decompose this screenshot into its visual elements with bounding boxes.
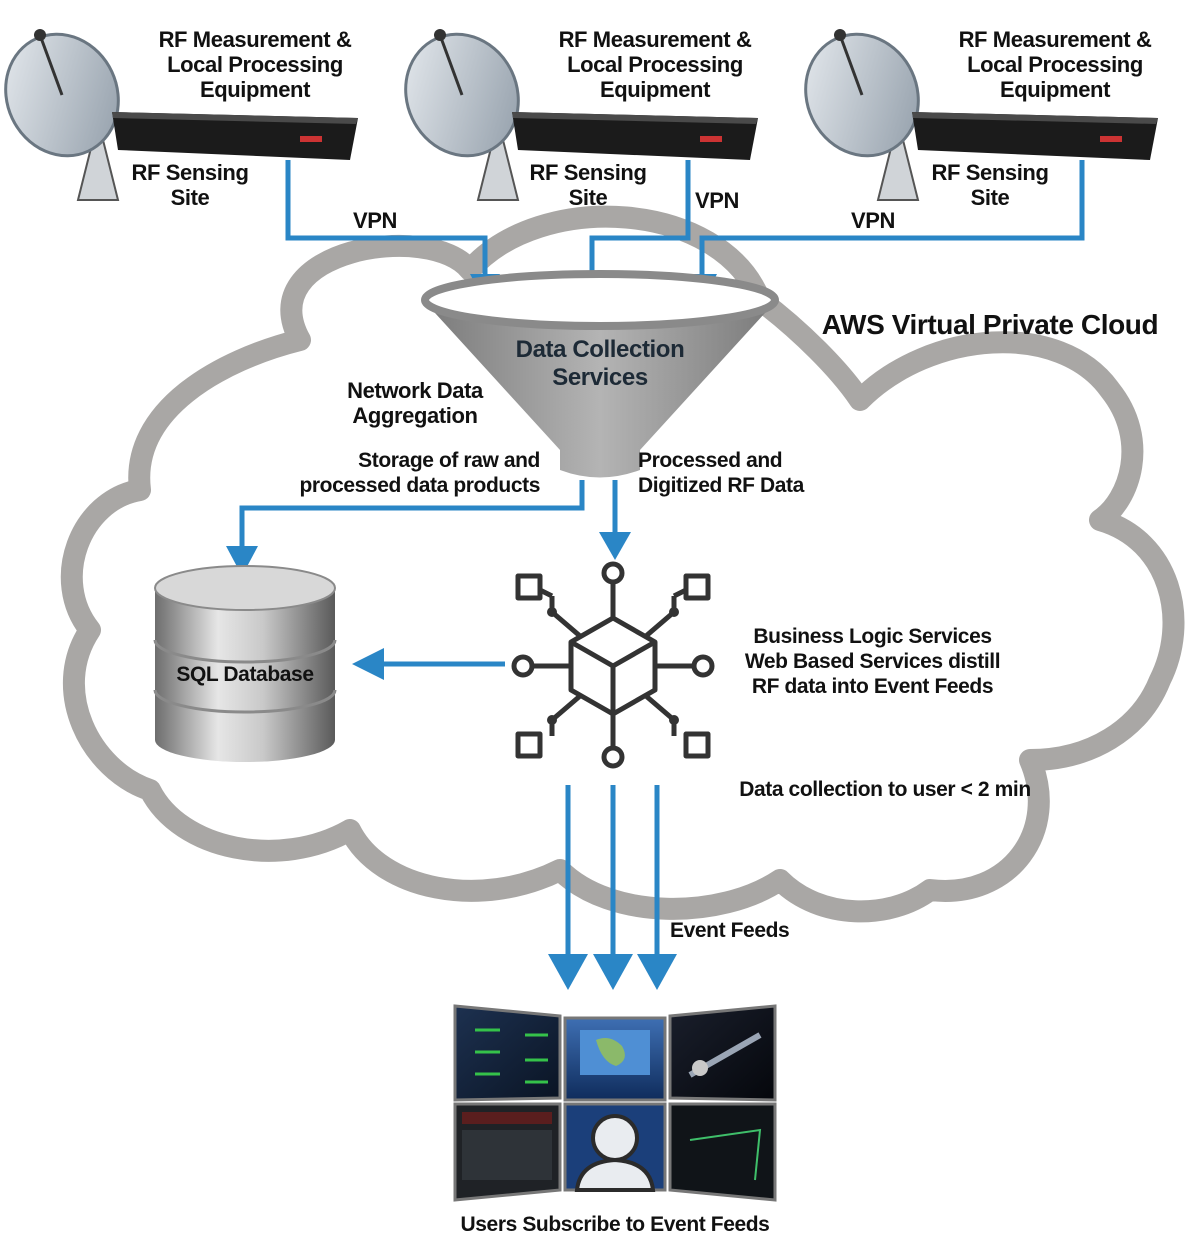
equipment-unit-3	[912, 112, 1158, 160]
event-feeds-label: Event Feeds	[670, 919, 790, 942]
arrow-head	[599, 532, 631, 560]
equipment-unit-1	[112, 112, 358, 160]
vpn-line-1	[285, 160, 488, 278]
latency-label: Data collection to user < 2 min	[739, 778, 1031, 801]
database-icon	[153, 565, 337, 762]
monitor	[453, 1004, 562, 1102]
arrow-head	[593, 954, 633, 990]
video-wall	[453, 1004, 777, 1202]
dish-1	[4, 29, 120, 201]
database-label: SQL Database	[176, 663, 314, 686]
funnel	[421, 270, 779, 478]
arrow-head	[548, 954, 588, 990]
vpn-line-3	[699, 160, 1085, 278]
arrow-head	[637, 954, 677, 990]
storage-line	[239, 480, 585, 550]
monitor	[668, 1102, 777, 1202]
dish-3	[804, 29, 920, 201]
users-label: Users Subscribe to Event Feeds	[460, 1213, 770, 1236]
vpn-label-3: VPN	[850, 208, 896, 233]
user-silhouette-body	[574, 1157, 656, 1192]
dish-2	[404, 29, 520, 201]
vpn-line-2	[589, 160, 691, 278]
cloud-title: AWS Virtual Private Cloud	[821, 309, 1159, 340]
arrow-head	[352, 648, 384, 680]
arrow-head	[226, 546, 258, 576]
vpn-label-2: VPN	[694, 188, 740, 213]
vpn-label-1: VPN	[352, 208, 398, 233]
user-silhouette-head	[591, 1114, 639, 1162]
equipment-unit-2	[512, 112, 758, 160]
